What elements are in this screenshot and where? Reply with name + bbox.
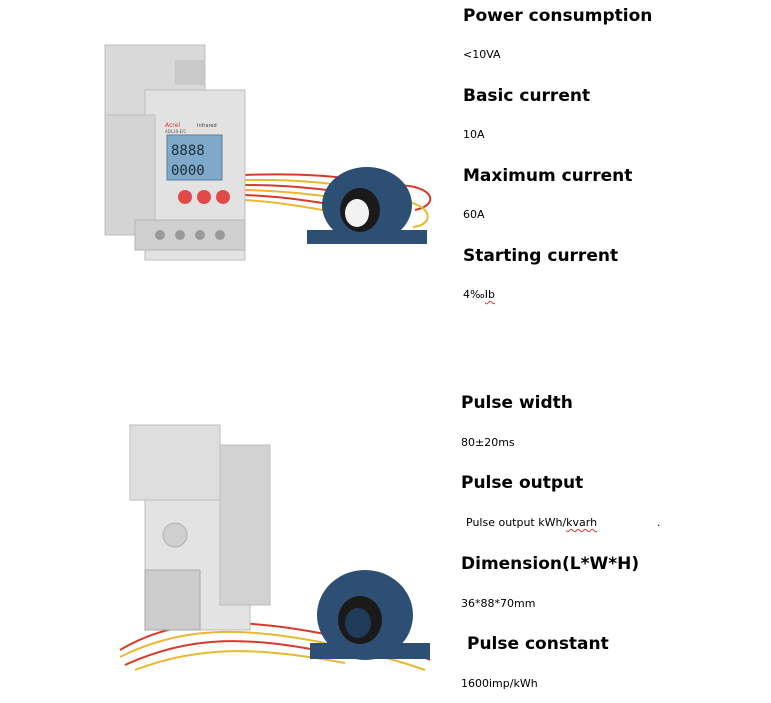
starting-current-prefix: 4‰ bbox=[463, 288, 485, 301]
starting-current-suffix: Ib bbox=[484, 288, 495, 301]
meter-body bbox=[104, 44, 246, 261]
left-button-icon bbox=[178, 190, 192, 204]
spec-value-pulse-constant: 1600imp/kWh bbox=[461, 677, 538, 690]
current-transformer-bottom bbox=[310, 570, 430, 660]
lcd-line2: 0000 bbox=[171, 163, 205, 179]
spec-value-basic-current: 10A bbox=[463, 128, 485, 141]
pulse-output-trailing-mark: . bbox=[657, 516, 661, 529]
spec-label-pulse-output: Pulse output bbox=[461, 473, 584, 493]
meter-front-photo: 8888 0000 Acrel ADL10-E/C Infrared bbox=[104, 44, 432, 261]
pulse-output-prefix: Pulse output kWh/ bbox=[466, 516, 567, 529]
spec-value-dimension: 36*88*70mm bbox=[461, 597, 536, 610]
meter-buttons bbox=[178, 190, 230, 204]
up-button-icon bbox=[197, 190, 211, 204]
spec-value-power-consumption: <10VA bbox=[463, 48, 501, 61]
pulse-output-suffix: kvarh bbox=[566, 516, 598, 529]
meter-rear-body bbox=[129, 424, 271, 631]
down-button-icon bbox=[216, 190, 230, 204]
infrared-text: Infrared bbox=[197, 123, 217, 129]
model-text: ADL10-E/C bbox=[165, 129, 186, 134]
current-transformer bbox=[307, 167, 427, 244]
spec-label-maximum-current: Maximum current bbox=[463, 166, 633, 186]
spec-label-power-consumption: Power consumption bbox=[463, 6, 653, 26]
meter-rear-photo bbox=[119, 424, 431, 671]
spec-value-pulse-output: Pulse output kWh/kvarh bbox=[466, 516, 597, 530]
spec-label-dimension: Dimension(L*W*H) bbox=[461, 554, 640, 574]
spec-label-pulse-constant: Pulse constant bbox=[467, 634, 609, 654]
spec-label-starting-current: Starting current bbox=[463, 246, 619, 266]
lcd-line1: 8888 bbox=[171, 143, 205, 159]
brand-text: Acrel bbox=[165, 122, 180, 129]
spec-value-pulse-width: 80±20ms bbox=[461, 436, 515, 449]
spec-value-starting-current: 4‰Ib bbox=[463, 288, 495, 302]
spec-label-pulse-width: Pulse width bbox=[461, 393, 573, 413]
spec-value-maximum-current: 60A bbox=[463, 208, 485, 221]
spec-label-basic-current: Basic current bbox=[463, 86, 591, 106]
lcd-display: 8888 0000 bbox=[166, 134, 223, 181]
